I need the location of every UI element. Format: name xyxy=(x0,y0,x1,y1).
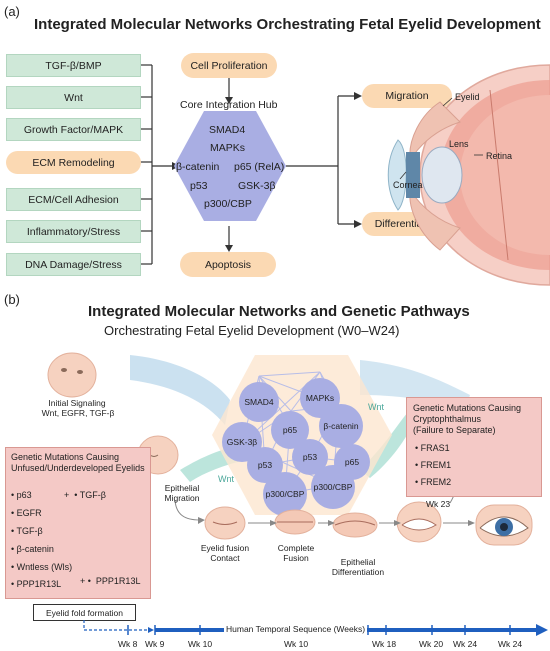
panel-b-subtitle: Orchestrating Fetal Eyelid Development (… xyxy=(104,323,400,338)
gene-ppp1r13l: PPP1R13L xyxy=(16,579,62,589)
gene-p63: p63 xyxy=(16,490,32,500)
tick-wk20: Wk 20 xyxy=(419,639,444,649)
tick-wk10-b: Wk 10 xyxy=(284,639,309,649)
cryptophthalmus-title: Genetic Mutations Causing Cryptophthalmu… xyxy=(413,403,522,424)
gene-tgf-beta: TGF-β xyxy=(16,526,43,536)
gene-egfr: EGFR xyxy=(16,508,42,518)
eye-label-cornea: Cornea xyxy=(393,180,423,190)
gene-frem2: FREM2 xyxy=(420,477,452,487)
gene-wntless: Wntless (Wls) xyxy=(16,562,73,572)
gene-fras1: FRAS1 xyxy=(420,443,450,453)
eye-label-pointers xyxy=(399,97,483,180)
tick-wk24-a: Wk 24 xyxy=(453,639,478,649)
gene-ppp1r13l-b: PPP1R13L xyxy=(95,576,141,586)
panel-a-label: (a) xyxy=(4,4,20,19)
hub-p53: p53 xyxy=(190,180,208,192)
hub-hexagon xyxy=(174,111,286,221)
panel-b-title: Integrated Molecular Networks and Geneti… xyxy=(88,303,470,320)
hub-gsk3b: GSK-3β xyxy=(238,180,276,192)
tick-wk8: Wk 8 xyxy=(118,639,138,649)
eye-cross-section-illustration xyxy=(387,64,550,286)
initial-signaling-label: Initial Signaling xyxy=(48,398,106,408)
wk23-label: Wk 23 xyxy=(426,499,451,509)
cell-proliferation: Cell Proliferation xyxy=(181,53,277,78)
input-ecm-cell-adhesion: ECM/Cell Adhesion xyxy=(6,188,141,211)
cryptophthalmus-mutations-box: Genetic Mutations Causing Cryptophthalmu… xyxy=(406,397,542,497)
wnt-right-label: Wnt xyxy=(368,402,385,412)
tick-wk18: Wk 18 xyxy=(372,639,397,649)
input-inflammatory-stress: Inflammatory/Stress xyxy=(6,220,141,243)
wnt-left-label: Wnt xyxy=(218,474,235,484)
gene-beta-catenin: β-catenin xyxy=(16,544,54,554)
hub-smad4: SMAD4 xyxy=(209,124,246,136)
tick-wk9: Wk 9 xyxy=(145,639,165,649)
stage-eyelid-fusion-contact: Eyelid fusion Contact xyxy=(200,543,250,563)
input-growth-factor-mapk: Growth Factor/MAPK xyxy=(6,118,141,141)
hub-mapks: MAPKs xyxy=(210,142,246,154)
network-node-beta-catenin: β-catenin xyxy=(319,404,363,448)
input-dna-damage-stress: DNA Damage/Stress xyxy=(6,253,141,276)
hub-p65: p65 (RelA) xyxy=(234,161,285,173)
panel-a-title: Integrated Molecular Networks Orchestrat… xyxy=(34,16,541,33)
gene-frem1: FREM1 xyxy=(420,460,452,470)
network-node-mapks: MAPKs xyxy=(300,378,340,418)
input-tgf-bmp: TGF-β/BMP xyxy=(6,54,141,77)
tick-wk24-b: Wk 24 xyxy=(498,639,523,649)
initial-signaling-sub: Wnt, EGFR, TGF-β xyxy=(41,408,115,418)
timeline-label: Human Temporal Sequence (Weeks) xyxy=(224,624,368,634)
unfused-eyelid-mutations-box: Genetic Mutations Causing Unfused/Underd… xyxy=(5,447,151,599)
tick-wk10-a: Wk 10 xyxy=(188,639,213,649)
eye-label-eyelid: Eyelid xyxy=(455,92,480,102)
stage-complete-fusion: Complete Fusion xyxy=(277,543,315,563)
eye-label-retina: Retina xyxy=(486,151,513,161)
hub-p300-cbp: p300/CBP xyxy=(204,198,252,210)
cryptophthalmus-subtitle: (Failure to Separate) xyxy=(413,425,496,435)
eye-label-lens: Lens xyxy=(449,139,469,149)
panel-a-connectors xyxy=(140,64,362,265)
network-node-smad4: SMAD4 xyxy=(239,382,279,422)
hub-title: Core Integration Hub xyxy=(180,99,278,111)
unfused-eyelid-title: Genetic Mutations Causing Unfused/Underd… xyxy=(11,452,145,473)
epithelial-migration-label: Epithelial Migration xyxy=(164,483,200,503)
input-ecm-remodeling: ECM Remodeling xyxy=(6,151,141,174)
network-node-p300-cbp-b: p300/CBP xyxy=(311,465,355,509)
hub-beta-catenin: β-catenin xyxy=(176,161,220,173)
panel-b-label: (b) xyxy=(4,292,20,307)
network-node-p300-cbp-a: p300/CBP xyxy=(263,472,307,516)
gene-tgf-beta-b: TGF-β xyxy=(79,490,106,500)
apoptosis: Apoptosis xyxy=(180,252,276,277)
input-wnt: Wnt xyxy=(6,86,141,109)
stage-epithelial-differentiation: Epithelial Differentiation xyxy=(331,557,385,577)
